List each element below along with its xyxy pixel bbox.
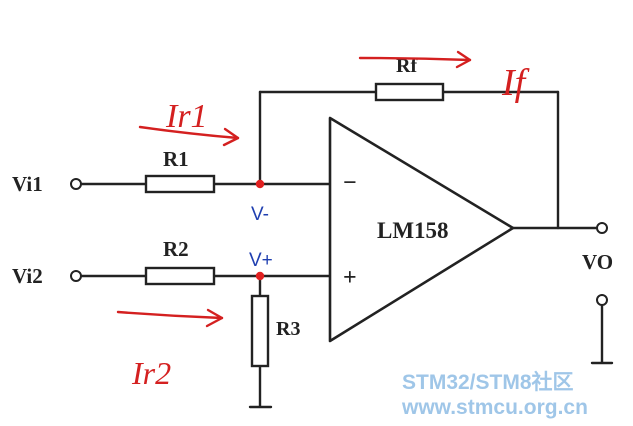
label-v-plus: V+ [249,250,273,271]
watermark-line2: www.stmcu.org.cn [401,396,588,419]
watermark-line1: STM32/STM8社区 [402,370,574,394]
terminal-ground [596,294,608,306]
resistor-r1 [144,174,216,194]
label-vo: VO [582,250,613,274]
resistor-r3 [250,294,270,368]
opamp-triangle [328,116,515,343]
label-current-ir1: Ir1 [165,98,208,135]
wires [79,90,614,409]
label-r3: R3 [276,318,300,340]
label-current-if: If [501,62,530,104]
label-r2: R2 [163,237,189,261]
terminal-vi2 [70,270,82,282]
label-current-ir2: Ir2 [131,355,171,391]
label-vi2: Vi2 [12,264,43,288]
current-annotations [116,50,472,328]
resistor-rf [374,82,445,102]
label-v-minus: V- [251,204,269,225]
label-vi1: Vi1 [12,172,43,196]
label-r1: R1 [163,147,189,171]
node-dot-minus [255,179,265,189]
terminal-vo [596,222,608,234]
resistor-r2 [144,266,216,286]
arrow-ir2 [116,310,224,320]
label-opamp: LM158 [377,218,449,243]
terminal-vi1 [70,178,82,190]
label-rf: Rf [396,55,417,77]
arrow-ir1 [138,125,240,140]
opamp-minus-sign: − [343,170,357,196]
arrow-rf [358,56,472,62]
node-dot-plus [255,271,265,281]
opamp-plus-sign: + [343,265,357,291]
